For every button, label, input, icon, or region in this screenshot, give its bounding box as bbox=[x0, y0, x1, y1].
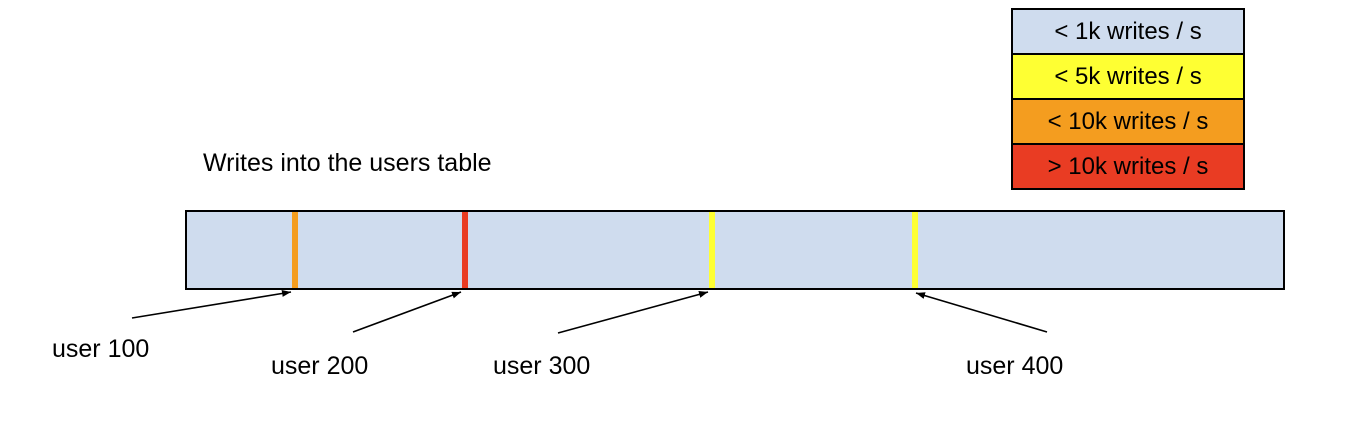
hotspot-marker-user-400 bbox=[912, 212, 918, 288]
legend-item-over-10k: > 10k writes / s bbox=[1011, 143, 1245, 190]
users-table-bar bbox=[185, 210, 1285, 290]
label-user-400: user 400 bbox=[966, 352, 1064, 380]
label-user-300: user 300 bbox=[493, 352, 591, 380]
arrow-user-200 bbox=[352, 291, 462, 333]
hotspot-marker-user-100 bbox=[292, 212, 298, 288]
label-user-100: user 100 bbox=[52, 335, 150, 363]
diagram-title: Writes into the users table bbox=[203, 149, 492, 177]
hotspot-marker-user-200 bbox=[462, 212, 468, 288]
arrow-user-300 bbox=[557, 290, 709, 334]
legend: < 1k writes / s < 5k writes / s < 10k wr… bbox=[1011, 8, 1245, 190]
hotspot-marker-user-300 bbox=[709, 212, 715, 288]
legend-item-under-10k: < 10k writes / s bbox=[1011, 98, 1245, 145]
legend-item-under-5k: < 5k writes / s bbox=[1011, 53, 1245, 100]
label-user-200: user 200 bbox=[271, 352, 369, 380]
arrow-user-400 bbox=[915, 292, 1048, 333]
legend-item-under-1k: < 1k writes / s bbox=[1011, 8, 1245, 55]
arrow-user-100 bbox=[131, 289, 292, 319]
